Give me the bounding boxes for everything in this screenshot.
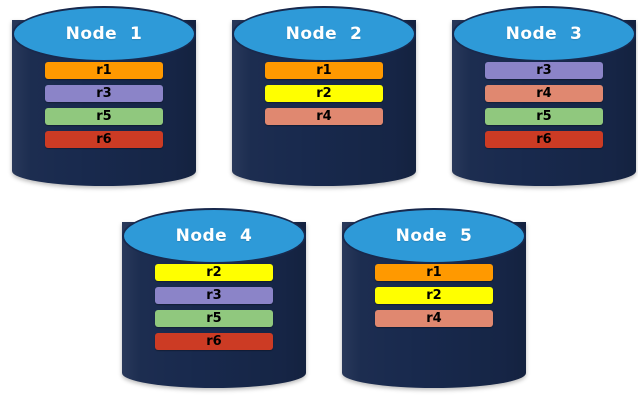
replica-bar[interactable]: r2 (375, 287, 493, 304)
cylinder-top-ellipse: Node 1 (12, 6, 196, 62)
node-cylinder-5[interactable]: Node 5 r1 r2 r4 (342, 208, 526, 388)
replica-list: r2 r3 r5 r6 (122, 264, 306, 350)
node-title: Node 2 (285, 24, 363, 44)
cylinder-shape: Node 4 (122, 208, 306, 388)
replica-label: r5 (536, 109, 552, 124)
node-title: Node 3 (505, 24, 583, 44)
replica-bar[interactable]: r5 (485, 108, 603, 125)
replica-list: r1 r2 r4 (232, 62, 416, 125)
replica-bar[interactable]: r4 (375, 310, 493, 327)
replica-bar[interactable]: r3 (45, 85, 163, 102)
cylinder-top-ellipse: Node 5 (342, 208, 526, 264)
replica-label: r1 (316, 63, 332, 78)
replica-bar[interactable]: r1 (375, 264, 493, 281)
replica-label: r6 (536, 132, 552, 147)
replica-bar[interactable]: r6 (155, 333, 273, 350)
replica-bar[interactable]: r5 (45, 108, 163, 125)
node-title: Node 1 (65, 24, 143, 44)
replica-label: r1 (96, 63, 112, 78)
cylinder-top-ellipse: Node 2 (232, 6, 416, 62)
replica-label: r5 (96, 109, 112, 124)
replica-label: r2 (316, 86, 332, 101)
replica-label: r3 (536, 63, 552, 78)
replica-label: r2 (426, 288, 442, 303)
replica-bar[interactable]: r4 (485, 85, 603, 102)
node-cylinder-1[interactable]: Node 1 r1 r3 r5 r6 (12, 6, 196, 186)
cylinder-top-ellipse: Node 4 (122, 208, 306, 264)
node-cylinder-4[interactable]: Node 4 r2 r3 r5 r6 (122, 208, 306, 388)
replica-bar[interactable]: r1 (265, 62, 383, 79)
replica-bar[interactable]: r5 (155, 310, 273, 327)
replica-list: r1 r2 r4 (342, 264, 526, 327)
replica-label: r3 (96, 86, 112, 101)
replica-bar[interactable]: r6 (485, 131, 603, 148)
node-cylinder-3[interactable]: Node 3 r3 r4 r5 r6 (452, 6, 636, 186)
replica-label: r6 (96, 132, 112, 147)
replica-bar[interactable]: r2 (265, 85, 383, 102)
replica-bar[interactable]: r3 (485, 62, 603, 79)
replica-label: r6 (206, 334, 222, 349)
replica-list: r3 r4 r5 r6 (452, 62, 636, 148)
replica-bar[interactable]: r6 (45, 131, 163, 148)
replica-label: r3 (206, 288, 222, 303)
replica-bar[interactable]: r1 (45, 62, 163, 79)
node-title: Node 5 (395, 226, 473, 246)
replica-bar[interactable]: r4 (265, 108, 383, 125)
replica-bar[interactable]: r2 (155, 264, 273, 281)
cylinder-top-ellipse: Node 3 (452, 6, 636, 62)
replica-label: r4 (536, 86, 552, 101)
cylinder-shape: Node 3 (452, 6, 636, 186)
replica-label: r4 (426, 311, 442, 326)
cylinder-shape: Node 2 (232, 6, 416, 186)
replica-label: r4 (316, 109, 332, 124)
replica-label: r1 (426, 265, 442, 280)
node-title: Node 4 (175, 226, 253, 246)
replica-list: r1 r3 r5 r6 (12, 62, 196, 148)
node-cylinder-2[interactable]: Node 2 r1 r2 r4 (232, 6, 416, 186)
replica-label: r2 (206, 265, 222, 280)
replica-label: r5 (206, 311, 222, 326)
replica-bar[interactable]: r3 (155, 287, 273, 304)
cylinder-shape: Node 1 (12, 6, 196, 186)
cylinder-shape: Node 5 (342, 208, 526, 388)
